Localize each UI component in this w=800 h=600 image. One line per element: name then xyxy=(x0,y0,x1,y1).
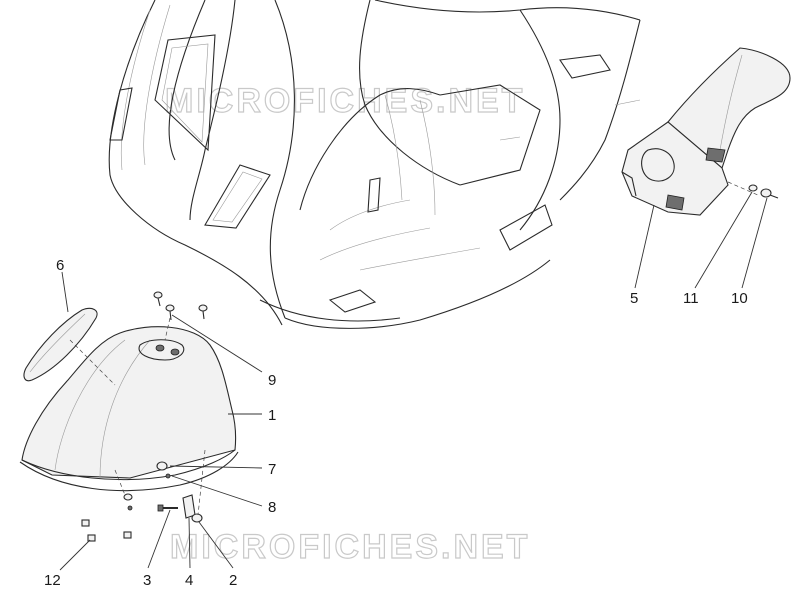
callout-10: 10 xyxy=(731,290,748,307)
rear-assembly-axis xyxy=(727,181,761,197)
moulding-axis xyxy=(69,339,116,386)
screw-axis xyxy=(164,317,171,341)
callout-labels: 6 9 1 7 8 12 3 4 2 5 11 10 xyxy=(44,257,748,589)
lower-axis-b xyxy=(197,449,206,516)
screw-9a xyxy=(153,291,163,307)
screws-part-9 xyxy=(153,291,208,321)
washer-part-8 xyxy=(165,473,171,479)
washer-part-11 xyxy=(748,184,758,192)
screw-part-10 xyxy=(760,188,779,199)
rear-mudguard-part-5 xyxy=(621,47,791,216)
clip-part-2 xyxy=(191,513,203,523)
front-moulding-part-6 xyxy=(23,307,98,382)
callout-7: 7 xyxy=(268,461,276,478)
callout-1: 1 xyxy=(268,407,276,424)
bolt-part-3 xyxy=(157,504,178,512)
callout-3: 3 xyxy=(143,572,151,589)
watermark-top: MICROFICHES.NET xyxy=(165,82,525,120)
nut-part-7 xyxy=(156,461,168,471)
callout-6: 6 xyxy=(56,257,64,274)
clamp-part-4 xyxy=(182,494,196,519)
callout-11: 11 xyxy=(683,290,699,307)
scooter-body-drawing xyxy=(108,0,641,329)
callout-2: 2 xyxy=(229,572,237,589)
screw-9c xyxy=(198,304,208,320)
nuts-part-12 xyxy=(81,493,133,542)
screw-9b xyxy=(165,304,175,321)
callout-8: 8 xyxy=(268,499,276,516)
lower-axis-a xyxy=(114,469,126,496)
callout-12: 12 xyxy=(44,572,61,589)
callout-9: 9 xyxy=(268,372,276,389)
watermark-bottom: MICROFICHES.NET xyxy=(170,528,530,566)
callout-5: 5 xyxy=(630,290,638,307)
callout-4: 4 xyxy=(185,572,193,589)
leader-lines xyxy=(59,191,768,571)
